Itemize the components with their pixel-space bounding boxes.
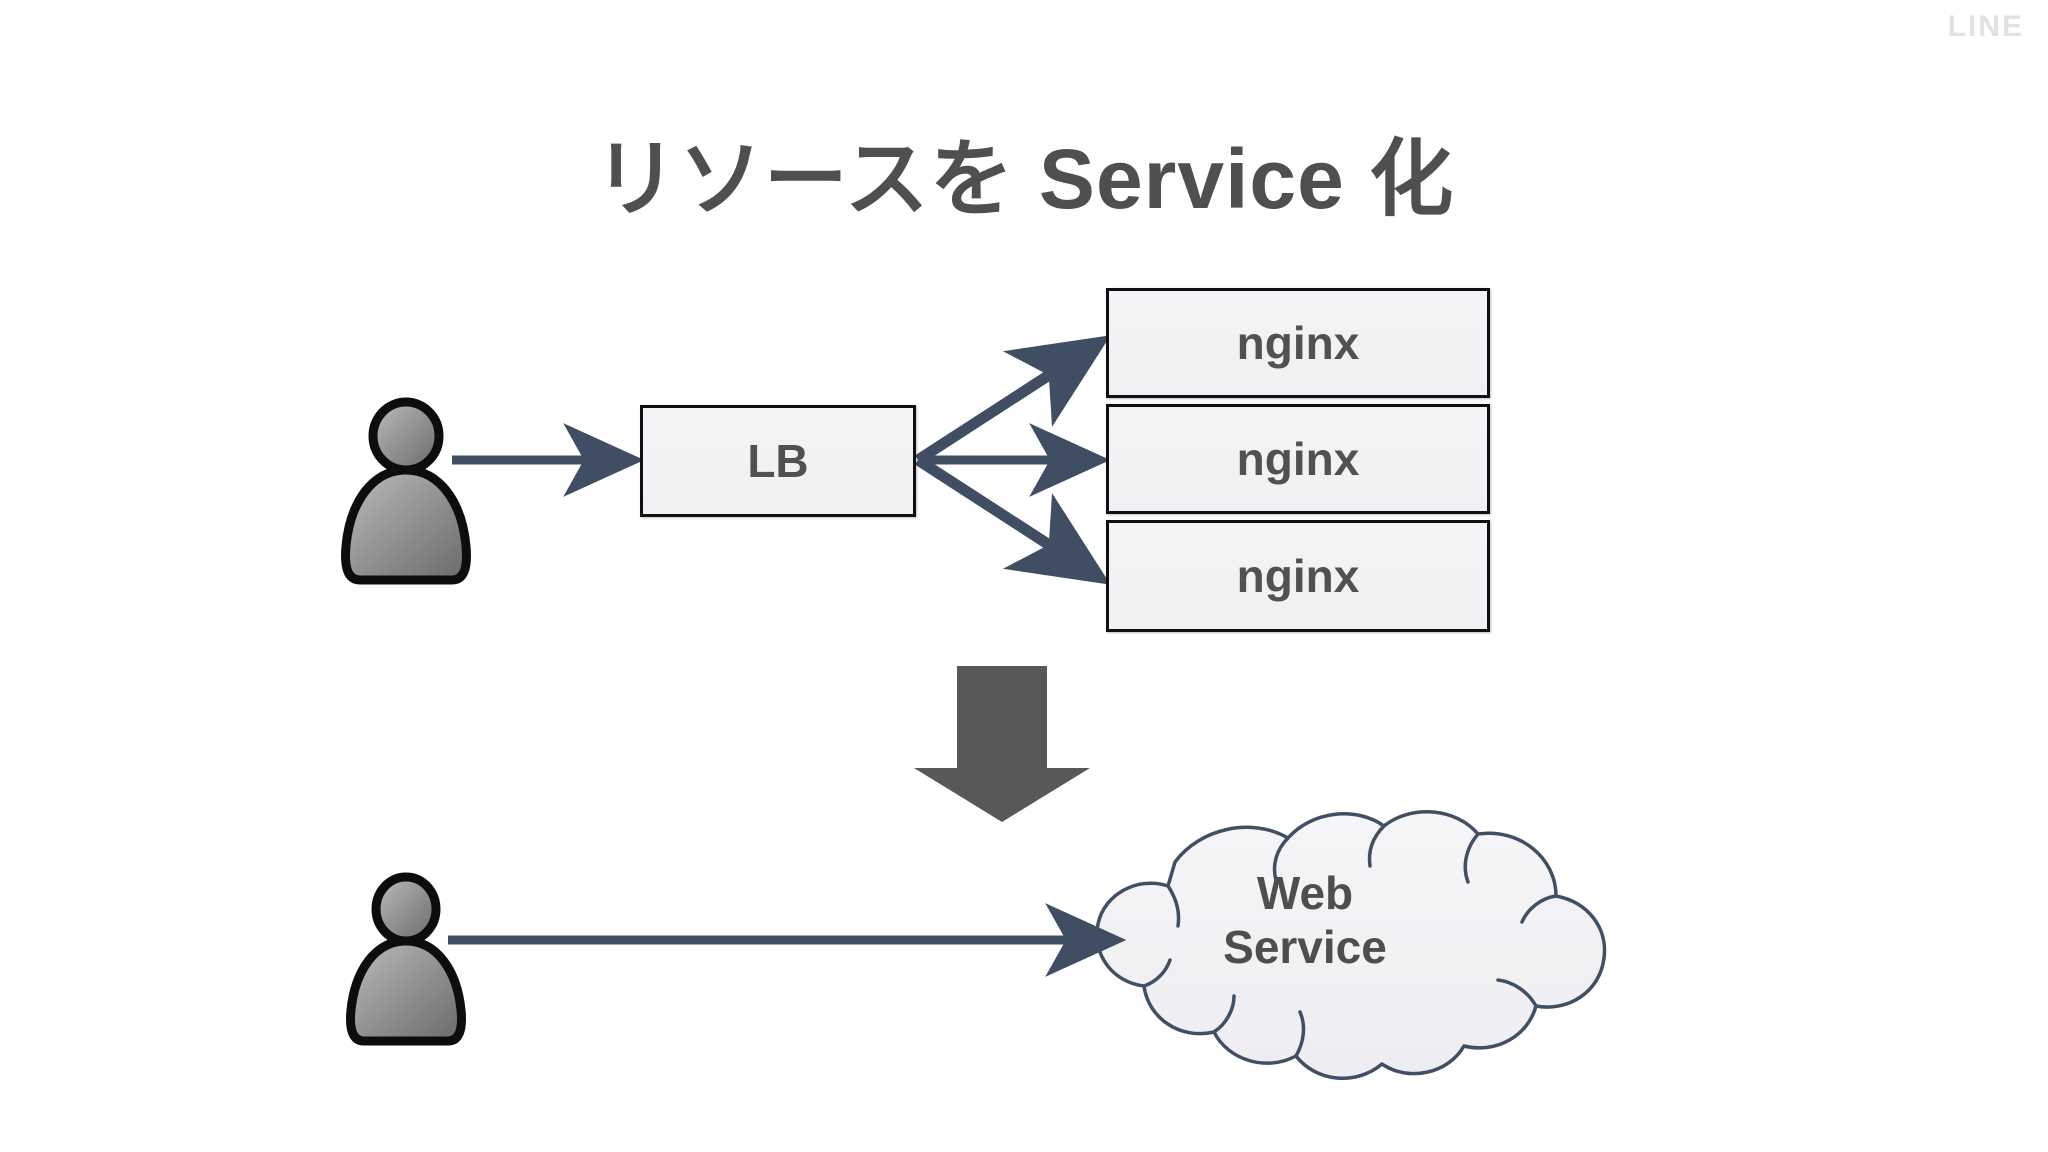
node-nginx-2[interactable]: nginx <box>1106 404 1490 514</box>
web-service-cloud-shape <box>1095 809 1607 1081</box>
user-person-icon-top <box>341 397 471 585</box>
node-load-balancer[interactable]: LB <box>640 405 916 517</box>
node-nginx-1[interactable]: nginx <box>1106 288 1490 398</box>
line-logo-watermark: LINE <box>1947 10 2024 43</box>
edge-lb-to-nginx-3 <box>915 455 1111 585</box>
edge-lb-to-nginx-1 <box>915 335 1111 465</box>
cloud-inner-arcs <box>1142 824 1558 1058</box>
node-nginx-3[interactable]: nginx <box>1106 520 1490 632</box>
user-person-icon-bottom <box>346 872 466 1046</box>
transform-down-arrow-icon <box>914 666 1090 822</box>
page-title: リソースを Service 化 <box>593 132 1455 226</box>
